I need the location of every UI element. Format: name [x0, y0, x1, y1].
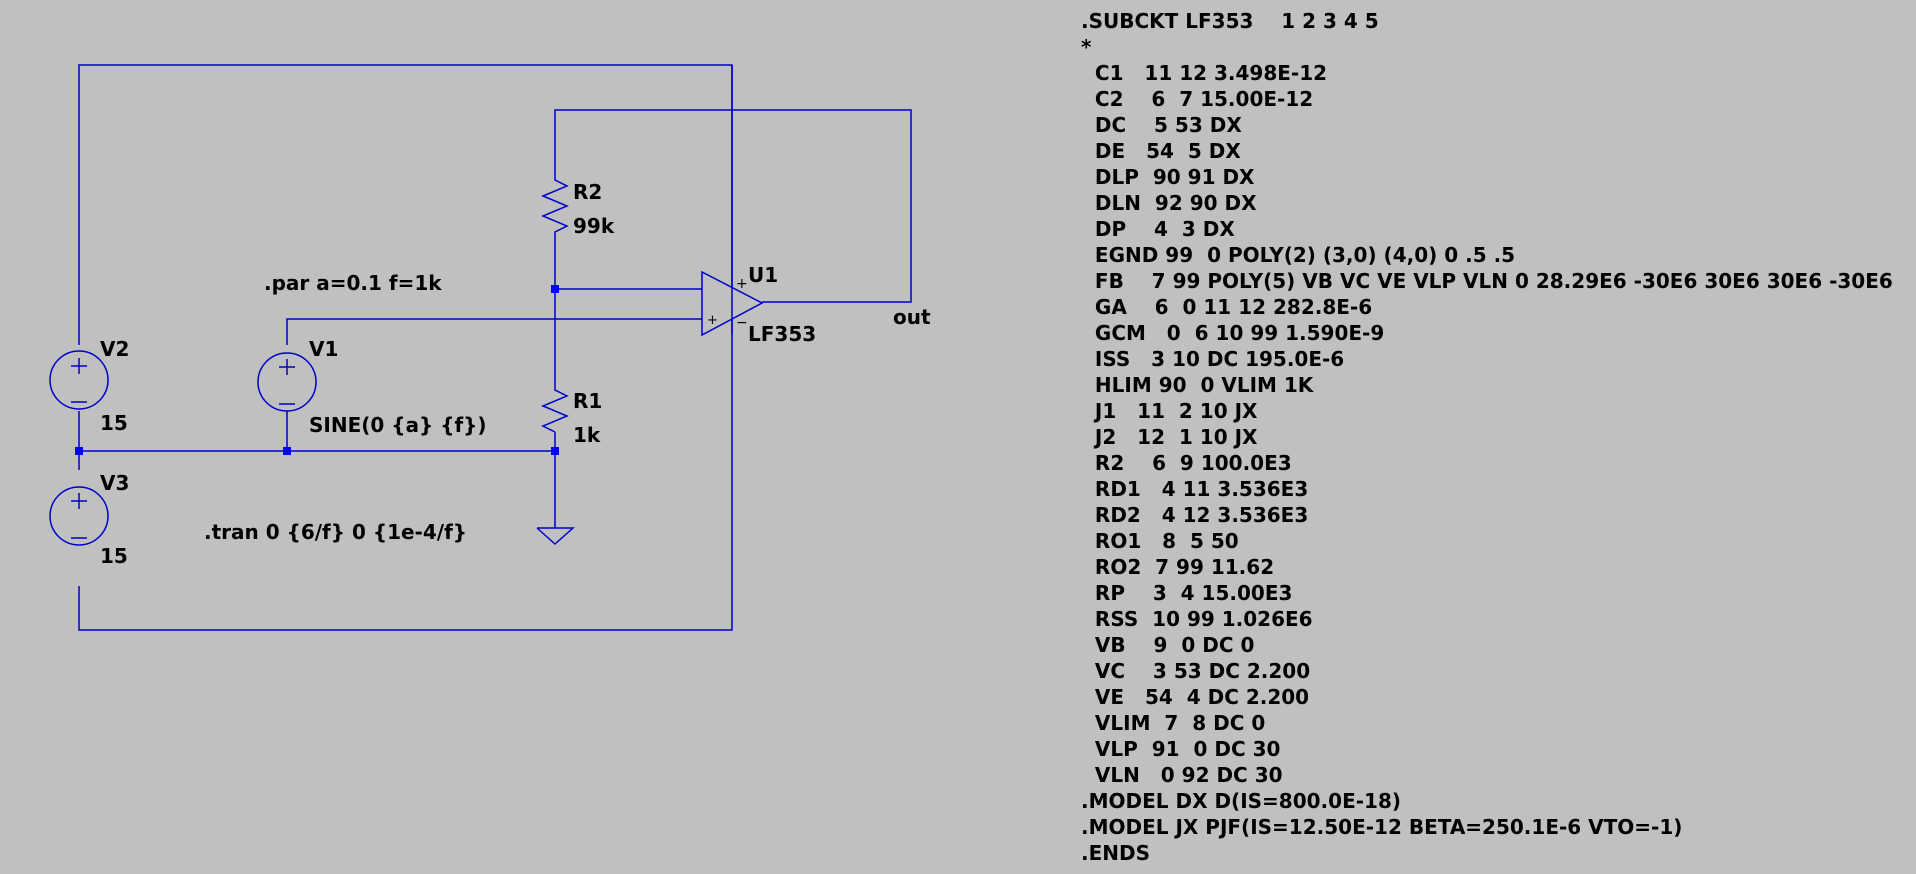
net-label-out[interactable]: out [893, 305, 931, 329]
netlist-line: .ENDS [1081, 841, 1151, 865]
voltage-source-v1[interactable] [257, 352, 317, 412]
netlist-line: VC 3 53 DC 2.200 [1081, 659, 1311, 683]
junction-inverting [551, 285, 559, 293]
voltage-source-v3[interactable] [49, 486, 109, 546]
netlist-line: HLIM 90 0 VLIM 1K [1081, 373, 1314, 397]
r1-value-label: 1k [573, 423, 601, 447]
junction-ground-left [75, 447, 83, 455]
netlist-line: C1 11 12 3.498E-12 [1081, 61, 1328, 85]
netlist-line: DE 54 5 DX [1081, 139, 1241, 163]
resistor-r2[interactable] [541, 172, 569, 236]
r2-value-label: 99k [573, 214, 615, 238]
netlist-line: R2 6 9 100.0E3 [1081, 451, 1292, 475]
voltage-source-v2[interactable] [49, 350, 109, 410]
junction-ground-r1 [551, 447, 559, 455]
netlist-line: VB 9 0 DC 0 [1081, 633, 1255, 657]
v2-name-label: V2 [100, 337, 129, 361]
wire-supply-positive[interactable] [78, 64, 733, 631]
netlist-line: ISS 3 10 DC 195.0E-6 [1081, 347, 1345, 371]
netlist-line: DLP 90 91 DX [1081, 165, 1255, 189]
spice-directive-param[interactable]: .par a=0.1 f=1k [264, 271, 442, 295]
wire-noninverting-input[interactable] [286, 318, 702, 345]
junctions [75, 285, 559, 455]
netlist-line: RSS 10 99 1.026E6 [1081, 607, 1313, 631]
ground-symbol [536, 527, 575, 546]
netlist-line: DC 5 53 DX [1081, 113, 1242, 137]
netlist-line: VLN 0 92 DC 30 [1081, 763, 1283, 787]
netlist-line: J1 11 2 10 JX [1081, 399, 1258, 423]
r1-name-label: R1 [573, 389, 602, 413]
netlist-line: RP 3 4 15.00E3 [1081, 581, 1293, 605]
opamp-plus-input-symbol: + [707, 313, 718, 328]
v2-value-label: 15 [100, 411, 128, 435]
netlist-line: GA 6 0 11 12 282.8E-6 [1081, 295, 1373, 319]
netlist-line: RO2 7 99 11.62 [1081, 555, 1275, 579]
junction-ground-v1 [283, 447, 291, 455]
u1-name-label: U1 [748, 263, 778, 287]
netlist-line: VLP 91 0 DC 30 [1081, 737, 1281, 761]
spice-directive-tran[interactable]: .tran 0 {6/f} 0 {1e-4/f} [204, 520, 467, 544]
netlist-line: RD2 4 12 3.536E3 [1081, 503, 1309, 527]
netlist-line: FB 7 99 POLY(5) VB VC VE VLP VLN 0 28.29… [1081, 269, 1893, 293]
wire-feedback[interactable] [554, 109, 912, 303]
netlist-line: GCM 0 6 10 99 1.590E-9 [1081, 321, 1385, 345]
u1-value-label: LF353 [748, 322, 816, 346]
schematic-canvas[interactable]: + − + V2 15 V3 15 V1 SINE(0 {a} {f}) R2 … [0, 0, 1060, 874]
netlist-line: VLIM 7 8 DC 0 [1081, 711, 1266, 735]
netlist-line: C2 6 7 15.00E-12 [1081, 87, 1314, 111]
netlist-line: VE 54 4 DC 2.200 [1081, 685, 1310, 709]
v3-value-label: 15 [100, 544, 128, 568]
opamp-minus-symbol: − [736, 315, 748, 331]
netlist-line: .MODEL JX PJF(IS=12.50E-12 BETA=250.1E-6… [1081, 815, 1683, 839]
netlist-line: DLN 92 90 DX [1081, 191, 1257, 215]
r2-name-label: R2 [573, 180, 602, 204]
opamp-plus-symbol: + [736, 276, 748, 292]
netlist-line: EGND 99 0 POLY(2) (3,0) (4,0) 0 .5 .5 [1081, 243, 1516, 267]
resistor-r1[interactable] [541, 383, 569, 433]
netlist-line: .SUBCKT LF353 1 2 3 4 5 [1081, 9, 1379, 33]
opamp-u1[interactable] [701, 65, 764, 337]
subckt-netlist: .SUBCKT LF353 1 2 3 4 5* C1 11 12 3.498E… [1081, 8, 1893, 866]
v1-name-label: V1 [309, 337, 338, 361]
wires [78, 64, 912, 631]
v1-value-label: SINE(0 {a} {f}) [309, 413, 487, 437]
netlist-line: * [1081, 35, 1092, 59]
netlist-line: RO1 8 5 50 [1081, 529, 1239, 553]
v3-name-label: V3 [100, 471, 129, 495]
netlist-line: .MODEL DX D(IS=800.0E-18) [1081, 789, 1401, 813]
netlist-line: J2 12 1 10 JX [1081, 425, 1258, 449]
netlist-line: RD1 4 11 3.536E3 [1081, 477, 1309, 501]
netlist-line: DP 4 3 DX [1081, 217, 1235, 241]
